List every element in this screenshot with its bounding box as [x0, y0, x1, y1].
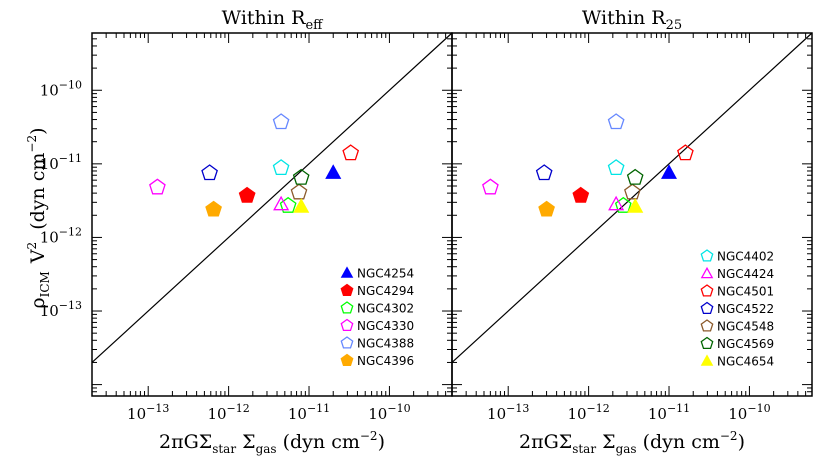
legend-label: NGC4396: [357, 354, 414, 368]
data-point-ngc4548: [290, 183, 308, 200]
data-point-ngc4522: [535, 164, 553, 181]
data-point-ngc4501: [342, 144, 360, 161]
legend-label: NGC4254: [357, 267, 414, 281]
one-to-one-line: [91, 32, 453, 363]
y-tick-label: 10−12: [40, 225, 82, 246]
plot-frame: [451, 32, 813, 397]
data-point-ngc4254: [661, 164, 677, 179]
x-tick-label: 10−10: [728, 402, 770, 423]
x-tick-label: 10−11: [648, 402, 690, 423]
panel-2: 10−13 10−12 10−11 10−10 Within R25 2πGΣstar Σ…: [451, 7, 813, 456]
y-tick-label: 10−13: [40, 299, 82, 320]
data-point-ngc4294: [572, 186, 590, 203]
legend-marker: [340, 353, 354, 367]
y-axis-title: ρICMV2(dyn cm−2): [25, 127, 52, 308]
legend-marker: [340, 301, 354, 314]
data-point-ngc4569: [292, 168, 310, 185]
data-point-ngc4402: [272, 159, 290, 176]
legend-marker: [700, 336, 714, 350]
x-tick-label: 10−13: [487, 402, 529, 423]
data-point-ngc4302: [279, 196, 297, 213]
legend-label: NGC4302: [357, 302, 414, 316]
panel-1: 10−13 10−12 10−11 10−10 10−13 10−12 10−11 10−10…: [40, 7, 453, 456]
one-to-one-line: [451, 32, 813, 363]
data-point-ngc4254: [325, 164, 342, 179]
x-tick-label: 10−13: [127, 402, 169, 423]
data-point-ngc4424: [608, 195, 625, 211]
data-point-ngc4302: [614, 196, 632, 213]
chart-panels: 10−13 10−12 10−11 10−10 10−13 10−12 10−11 10−10…: [40, 7, 813, 456]
x-tick-label: 10−11: [288, 402, 330, 423]
legend-marker: [340, 283, 354, 297]
legend-label: NGC4548: [717, 320, 774, 334]
legend-label: NGC4501: [717, 285, 774, 299]
data-point-ngc4388: [272, 113, 290, 130]
legend-label: NGC4294: [357, 284, 414, 298]
legend-label: NGC4569: [717, 337, 774, 351]
y-tick-label: 10−10: [40, 78, 82, 99]
data-point-ngc4654: [293, 198, 310, 213]
data-point-ngc4424: [273, 195, 290, 211]
legend-label: NGC4654: [717, 355, 774, 369]
data-point-ngc4501: [677, 144, 694, 161]
legend-label: NGC4424: [717, 267, 774, 281]
legend-marker: [700, 354, 714, 366]
data-point-ngc4330: [482, 178, 499, 195]
legend-marker: [700, 266, 714, 279]
x-axis-title: 2πGΣstar Σgas (dyn cm−2): [159, 429, 385, 456]
data-point-ngc4396: [538, 200, 555, 217]
legend-marker: [700, 301, 714, 315]
x-tick-label: 10−12: [567, 402, 609, 423]
x-tick-label: 10−12: [207, 402, 249, 423]
legend-marker: [340, 266, 354, 278]
panel-title: Within R25: [582, 7, 682, 33]
data-point-ngc4396: [205, 200, 222, 217]
data-point-ngc4569: [626, 168, 644, 185]
data-point-ngc4522: [201, 164, 218, 181]
legend-marker: [340, 318, 354, 332]
legend-marker: [700, 284, 714, 297]
data-point-ngc4330: [149, 178, 166, 195]
legend-label: NGC4402: [717, 250, 774, 264]
y-tick-label: 10−11: [40, 152, 82, 173]
legend-marker: [340, 336, 354, 349]
legend-label: NGC4522: [717, 302, 774, 316]
legend-marker: [700, 319, 714, 332]
legend-label: NGC4388: [357, 337, 414, 351]
data-point-ngc4402: [607, 159, 625, 176]
data-point-ngc4388: [607, 113, 625, 130]
data-point-ngc4294: [238, 186, 256, 203]
x-tick-label: 10−10: [368, 402, 410, 423]
data-point-ngc4548: [624, 183, 641, 200]
data-point-ngc4654: [627, 198, 644, 213]
legend-marker: [700, 249, 714, 262]
legend-label: NGC4330: [357, 319, 414, 333]
panel-title: Within Reff: [222, 7, 325, 33]
x-axis-title: 2πGΣstar Σgas (dyn cm−2): [519, 429, 745, 456]
